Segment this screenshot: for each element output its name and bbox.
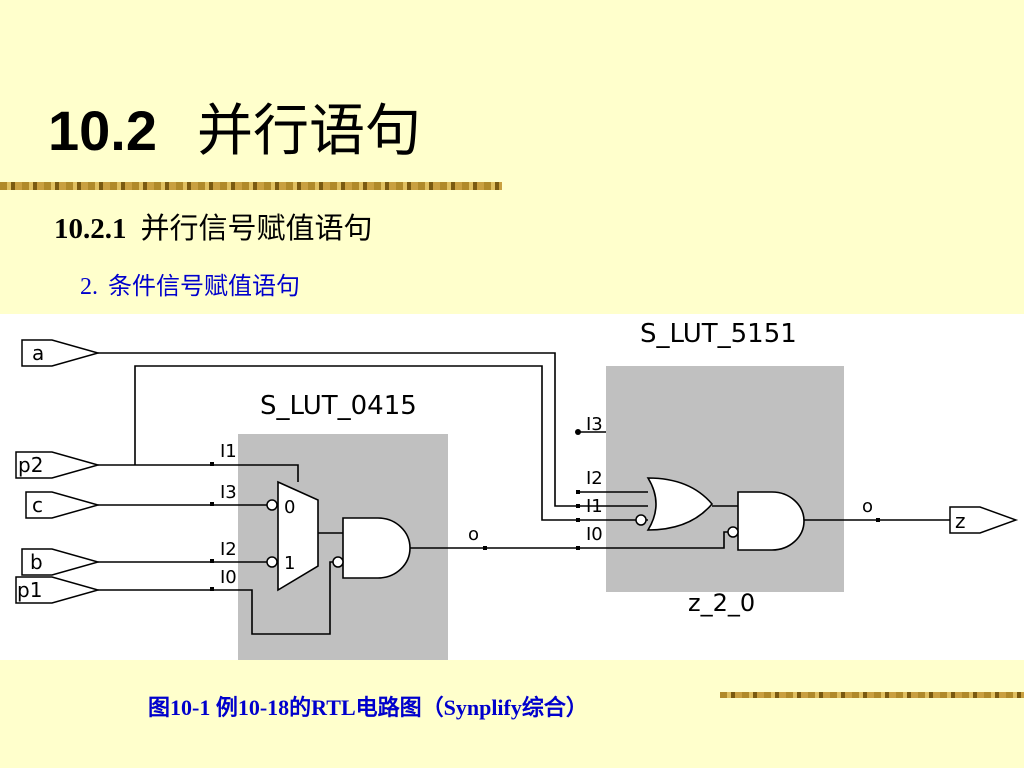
mux-symbol: 0 1 — [266, 480, 319, 592]
page-title-number: 10.2 — [48, 99, 157, 162]
pin-label-i0-b: I0 — [586, 524, 603, 545]
subheading: 10.2.1 并行信号赋值语句 — [54, 205, 373, 247]
lut-5151-out-label: o — [862, 496, 873, 517]
svg-text:p1: p1 — [17, 578, 42, 602]
lut-0415-label: S_LUT_0415 — [260, 391, 417, 421]
svg-text:b: b — [30, 550, 43, 574]
pin-label-i1-b: I1 — [586, 496, 603, 517]
svg-text:c: c — [32, 493, 43, 517]
pin-label-i0: I0 — [220, 567, 237, 588]
caption-divider — [720, 692, 1024, 698]
section-text: 条件信号赋值语句 — [108, 274, 300, 300]
and-gate-1 — [332, 517, 411, 579]
schematic-svg: S_LUT_0415 S_LUT_5151 z_2_0 a p2 c b p1 … — [15, 319, 1019, 660]
pin-label-i2-b: I2 — [586, 468, 603, 489]
figure-caption: 图10-1 例10-18的RTL电路图（Synplify综合） — [148, 695, 588, 720]
mux-input-0-label: 0 — [284, 497, 295, 518]
input-port-c: c — [25, 491, 101, 519]
svg-text:a: a — [32, 341, 44, 365]
lut-0415-out-label: o — [468, 524, 479, 545]
input-port-a: a — [21, 339, 101, 367]
subheading-text: 并行信号赋值语句 — [140, 213, 373, 245]
pin-dots — [210, 429, 880, 591]
svg-text:z: z — [955, 509, 966, 533]
input-port-p1: p1 — [15, 576, 101, 604]
subheading-number: 10.2.1 — [54, 213, 127, 245]
lut-5151-block — [606, 366, 844, 592]
mux-input-1-label: 1 — [284, 553, 295, 574]
section-number: 2. — [80, 274, 98, 300]
pin-label-i2: I2 — [220, 539, 237, 560]
or-gate — [635, 477, 714, 531]
input-port-b: b — [21, 548, 101, 576]
title-divider — [0, 182, 502, 190]
output-port-z: z — [949, 506, 1019, 534]
pin-label-i3: I3 — [220, 482, 237, 503]
page-title-text: 并行语句 — [197, 99, 421, 162]
page-title: 10.2 并行语句 — [48, 86, 421, 167]
pin-label-i3-b: I3 — [586, 414, 603, 435]
svg-text:p2: p2 — [18, 453, 43, 477]
input-port-p2: p2 — [15, 451, 101, 479]
lut-5151-sublabel: z_2_0 — [688, 589, 755, 617]
pin-label-i1: I1 — [220, 441, 237, 462]
rtl-schematic: S_LUT_0415 S_LUT_5151 z_2_0 a p2 c b p1 … — [0, 314, 1024, 660]
and-gate-2 — [727, 491, 805, 551]
lut-5151-label: S_LUT_5151 — [640, 319, 797, 349]
section-heading: 2. 条件信号赋值语句 — [80, 266, 300, 301]
